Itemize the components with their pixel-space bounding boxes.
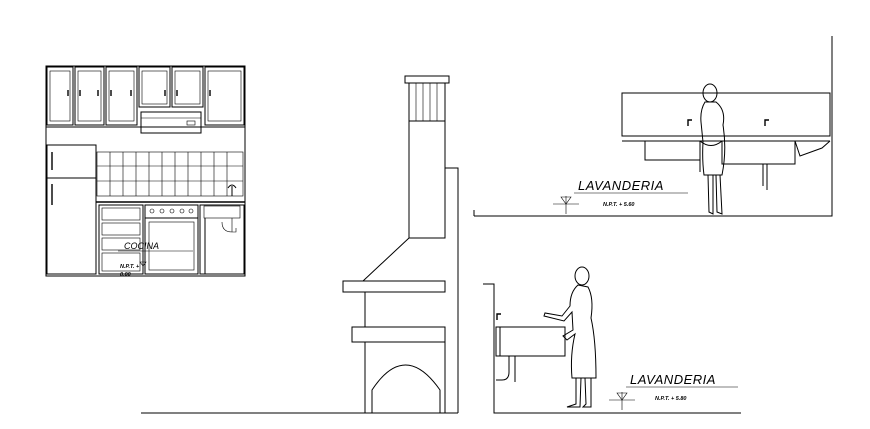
- kitchen-elevation: COCINA N.P.T. + 0.00: [45, 65, 246, 278]
- kitchen-level-value: 0.00: [120, 272, 131, 278]
- laundry-lower-level: N.P.T. + 5.80: [655, 396, 686, 402]
- backsplash-tiles: [96, 151, 244, 197]
- range-hood: [140, 111, 202, 134]
- person-figure-lower: [543, 266, 597, 408]
- refrigerator: [46, 144, 97, 275]
- stove: [144, 204, 199, 275]
- laundry-lower-elevation: LAVANDERIA N.P.T. + 5.80: [483, 266, 741, 414]
- laundry-upper-elevation: LAVANDERIA N.P.T. + 5.60: [473, 36, 833, 217]
- laundry-upper-label: LAVANDERIA: [578, 178, 664, 193]
- base-drawers: [98, 204, 144, 275]
- laundry-lower-label: LAVANDERIA: [630, 372, 716, 387]
- laundry-upper-level: N.P.T. + 5.60: [603, 202, 634, 208]
- person-figure-upper: [700, 83, 726, 215]
- kitchen-level-label: N.P.T. +: [120, 264, 140, 270]
- upper-cabinets: [46, 66, 245, 128]
- sink-cabinet: [199, 184, 245, 275]
- bbq-grill-elevation: [141, 75, 459, 414]
- kitchen-label: COCINA: [124, 241, 159, 251]
